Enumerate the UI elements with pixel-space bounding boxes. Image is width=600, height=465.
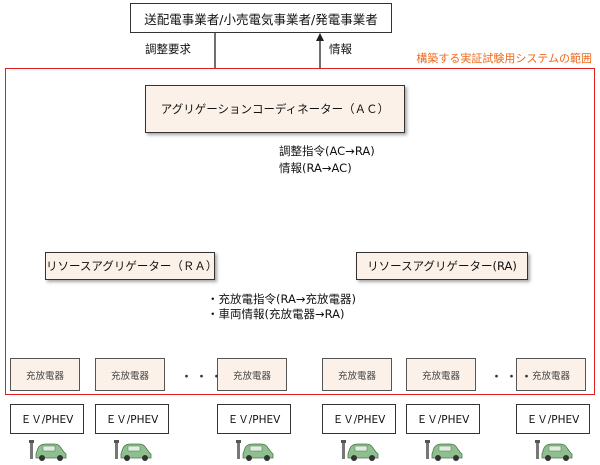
charger-box: 充放電器: [217, 358, 287, 391]
electric-car-icon: [535, 440, 573, 461]
ellipsis-right: ・・・: [490, 370, 536, 385]
resource-aggregator-right-box: リソースアグリゲーター(RA): [356, 252, 528, 280]
charge-command-label: ・充放電指令(RA→充放電器): [207, 292, 356, 306]
electric-car-icon: [236, 440, 274, 461]
aggregation-coordinator-box: アグリゲーションコーディネーター（ＡＣ）: [145, 85, 405, 133]
charger-box: 充放電器: [95, 358, 165, 391]
electric-car-icon: [29, 440, 67, 461]
charger-box: 充放電器: [406, 358, 476, 391]
utility-operators-box: 送配電事業者/小売電気事業者/発電事業者: [130, 3, 392, 33]
ev-phev-box: ＥＶ/PHEV: [322, 404, 396, 434]
ev-phev-box: ＥＶ/PHEV: [217, 404, 291, 434]
charger-box: 充放電器: [516, 358, 586, 391]
electric-car-icon: [425, 440, 463, 461]
charger-box: 充放電器: [322, 358, 392, 391]
ev-phev-box: ＥＶ/PHEV: [95, 404, 169, 434]
vehicle-info-label: ・車両情報(充放電器→RA): [207, 307, 345, 321]
adjustment-request-label: 調整要求: [145, 42, 191, 56]
resource-aggregator-left-box: リソースアグリゲーター（ＲＡ）: [45, 252, 217, 280]
ac-ra-command-label: 調整指令(AC→RA): [279, 144, 375, 158]
electric-car-icon: [114, 440, 152, 461]
ac-ra-info-label: 情報(RA→AC): [279, 161, 352, 175]
ellipsis-left: ・・・: [180, 370, 226, 385]
electric-car-icon: [341, 440, 379, 461]
info-label: 情報: [329, 42, 352, 56]
ev-phev-box: ＥＶ/PHEV: [406, 404, 480, 434]
ev-phev-box: ＥＶ/PHEV: [10, 404, 84, 434]
ev-phev-box: ＥＶ/PHEV: [516, 404, 590, 434]
charger-box: 充放電器: [10, 358, 80, 391]
system-scope-label: 構築する実証試験用システムの範囲: [416, 52, 592, 65]
